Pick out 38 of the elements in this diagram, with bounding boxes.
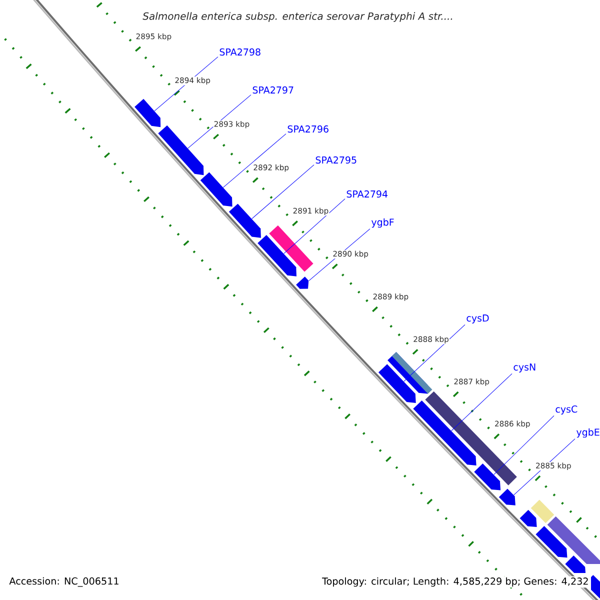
gene-feature (228, 204, 261, 238)
gene-label: cysN (514, 364, 536, 372)
leader-line (451, 373, 512, 432)
gene-feature (296, 276, 309, 289)
gene-feature (413, 400, 476, 466)
gene-feature (258, 235, 296, 276)
accession-label: Accession: NC_006511 (8, 576, 120, 588)
leader-line (284, 198, 346, 254)
title: Salmonella enterica subsp. enterica serovar Paratyphi A str.... (142, 11, 454, 23)
leader-line (188, 94, 252, 149)
gene-feature (536, 526, 568, 558)
gene-label: SPA2794 (346, 190, 388, 198)
gene-bar (530, 500, 554, 524)
gene-feature (565, 556, 586, 573)
gene-label: cysC (556, 405, 578, 415)
gene-feature (158, 125, 204, 176)
leader-line (404, 324, 466, 382)
gene-feature (591, 575, 600, 600)
gene-bar (269, 225, 314, 272)
gene-label: SPA2798 (220, 48, 260, 56)
gene-label: SPA2796 (288, 125, 328, 133)
gene-label: ygbF (371, 218, 394, 228)
gene-feature (520, 510, 537, 528)
gene-feature (134, 98, 161, 128)
gene-feature (200, 172, 232, 207)
gene-label: cysD (466, 314, 489, 324)
genome-info-label: Topology: circular; Length: 4,585,229 bp; Genes: 4,232 (321, 576, 590, 588)
gene-feature (474, 463, 501, 490)
leader-line (223, 134, 286, 188)
leader-line (252, 164, 314, 220)
gene-label: ygbE (576, 428, 600, 438)
gene-feature (498, 488, 516, 506)
gene-label: SPA2795 (316, 156, 356, 164)
leader-line (494, 415, 554, 475)
gene-bar (425, 391, 517, 486)
gene-bar (547, 516, 600, 564)
gene-feature (378, 364, 416, 403)
gene-label: SPA2797 (252, 86, 294, 94)
